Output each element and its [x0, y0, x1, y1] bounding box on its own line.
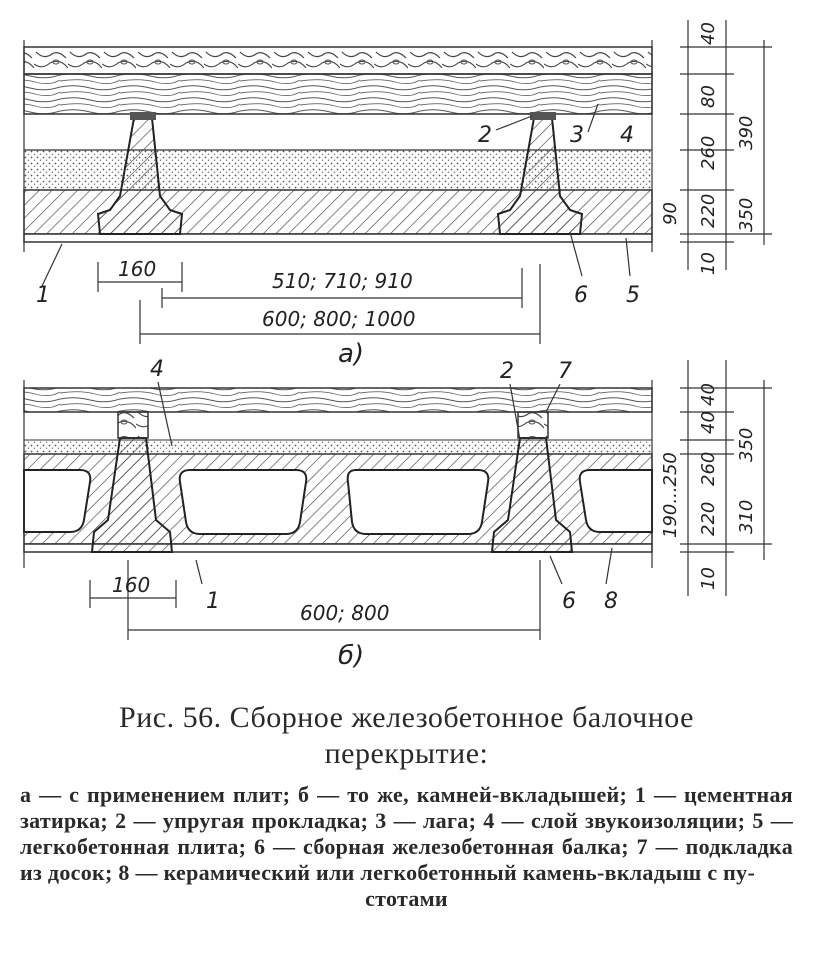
callout-7-b: 7 — [558, 359, 572, 384]
figure-caption-title: Рис. 56. Сборное железобетонное балочное… — [20, 700, 793, 772]
precast-beam-right-b — [490, 437, 574, 553]
elastic-pad-right — [530, 112, 556, 120]
dim-rib-width-b: 160 — [112, 573, 150, 597]
dim-span-a: 600; 800; 1000 — [262, 307, 415, 331]
cement-plaster-layer — [23, 233, 653, 243]
caption-body-text: а — с применением плит; б — то же, камне… — [20, 782, 793, 885]
top-finish-layer — [23, 46, 653, 75]
vdim-40-a: 40 — [698, 22, 719, 45]
vdim-390-a: 390 — [736, 116, 757, 150]
diagram-a: 160 510; 710; 910 600; 800; 1000 1 2 3 4… — [23, 20, 772, 369]
callout-3-a: 3 — [570, 123, 584, 148]
dim-span-b: 600; 800 — [300, 601, 389, 625]
precast-beam-left-b — [90, 437, 174, 553]
vdim-250-b: 190...250 — [660, 452, 681, 538]
callout-6-a: 6 — [574, 283, 588, 308]
vdim-10-a: 10 — [698, 252, 719, 275]
vdim-90-a: 90 — [660, 202, 681, 225]
precast-beam-right — [496, 117, 584, 235]
sublabel-b: б) — [338, 641, 364, 671]
caption-body-last: стотами — [365, 886, 448, 911]
vdim-260-a: 260 — [698, 136, 719, 170]
block-void-1 — [23, 469, 92, 533]
block-void-2 — [178, 469, 308, 535]
dim-rib-width-a: 160 — [118, 257, 156, 281]
vdim-10-b: 10 — [698, 567, 719, 590]
vdim-40-b-mid: 40 — [698, 411, 719, 434]
figure-caption-body: а — с применением плит; б — то же, камне… — [20, 782, 793, 912]
vdim-350-b: 350 — [736, 428, 757, 462]
callout-4-b: 4 — [150, 357, 164, 382]
vdim-310-b: 310 — [736, 500, 757, 534]
dim-clear-span-a: 510; 710; 910 — [272, 269, 413, 293]
board-underlay-right — [517, 411, 549, 439]
lag-board — [23, 73, 653, 115]
vdim-80-a: 80 — [698, 85, 719, 108]
callout-8-b: 8 — [604, 589, 618, 614]
vdim-350-a: 350 — [736, 198, 757, 232]
elastic-pad-left — [130, 112, 156, 120]
block-void-4 — [578, 469, 653, 533]
sublabel-a: а) — [338, 339, 364, 369]
callout-2-a: 2 — [478, 123, 492, 148]
callout-1-a: 1 — [36, 283, 50, 308]
caption-title-line-1: Рис. 56. Сборное железобетонное балочное — [119, 701, 694, 734]
precast-beam-left — [96, 117, 184, 235]
callout-1-b: 1 — [206, 589, 220, 614]
top-finish-layer-b — [23, 387, 653, 413]
callout-6-b: 6 — [562, 589, 576, 614]
caption-title-line-2: перекрытие: — [324, 737, 489, 770]
vdim-220-b: 220 — [698, 502, 719, 536]
vdim-260-b: 260 — [698, 452, 719, 486]
vdim-220-a: 220 — [698, 194, 719, 228]
board-underlay-left — [117, 411, 149, 439]
block-void-3 — [346, 469, 490, 535]
callout-4-a: 4 — [620, 123, 634, 148]
vdim-40-b-top: 40 — [698, 383, 719, 406]
callout-5-a: 5 — [626, 283, 640, 308]
diagram-b: 160 600; 800 4 2 7 1 6 8 б) 40 40 350 26… — [23, 357, 772, 671]
callout-2-b: 2 — [500, 359, 514, 384]
